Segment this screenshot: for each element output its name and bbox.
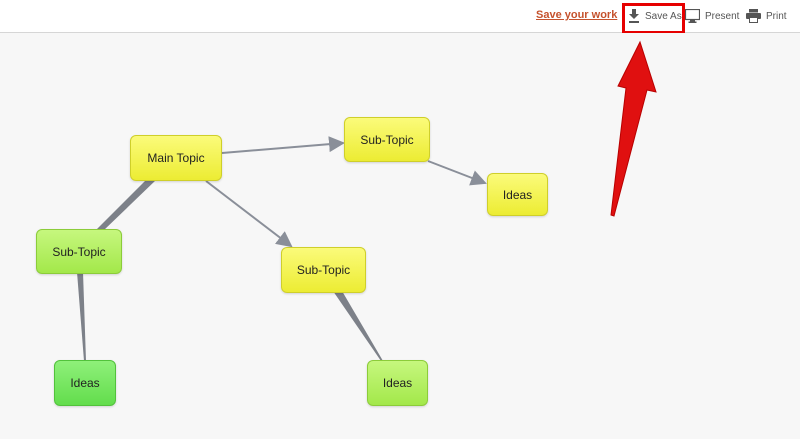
print-button[interactable]: Print: [746, 7, 787, 25]
printer-icon: [746, 9, 761, 23]
subtopic-middle-node[interactable]: Sub-Topic: [281, 247, 366, 293]
present-label: Present: [705, 10, 740, 22]
link-subtopic-left-to-ideas: [77, 272, 86, 361]
subtopic-right-node[interactable]: Sub-Topic: [344, 117, 430, 162]
save-your-work-link[interactable]: Save your work: [536, 9, 618, 21]
print-label: Print: [766, 10, 787, 22]
monitor-icon: [685, 9, 700, 23]
mindmap-links: [77, 136, 487, 361]
save-as-label: Save As: [645, 10, 682, 22]
ideas-middle-node[interactable]: Ideas: [367, 360, 428, 406]
ideas-left-node[interactable]: Ideas: [54, 360, 116, 406]
present-button[interactable]: Present: [685, 7, 739, 25]
mindmap-canvas: Main Topic Sub-Topic Ideas Sub-Topic Sub…: [0, 33, 800, 439]
link-subtopic-middle-to-ideas: [333, 291, 383, 361]
main-topic-node[interactable]: Main Topic: [130, 135, 222, 181]
download-icon: [628, 9, 640, 23]
save-as-button[interactable]: Save As: [628, 7, 682, 25]
ideas-right-node[interactable]: Ideas: [487, 173, 548, 216]
link-subtopic-right-to-ideas: [427, 160, 487, 186]
link-main-to-subtopic-right: [221, 136, 345, 154]
link-main-to-subtopic-left: [97, 180, 156, 231]
subtopic-left-node[interactable]: Sub-Topic: [36, 229, 122, 274]
save-as-highlight-box: [622, 3, 685, 34]
link-main-to-subtopic-middle: [205, 180, 293, 248]
